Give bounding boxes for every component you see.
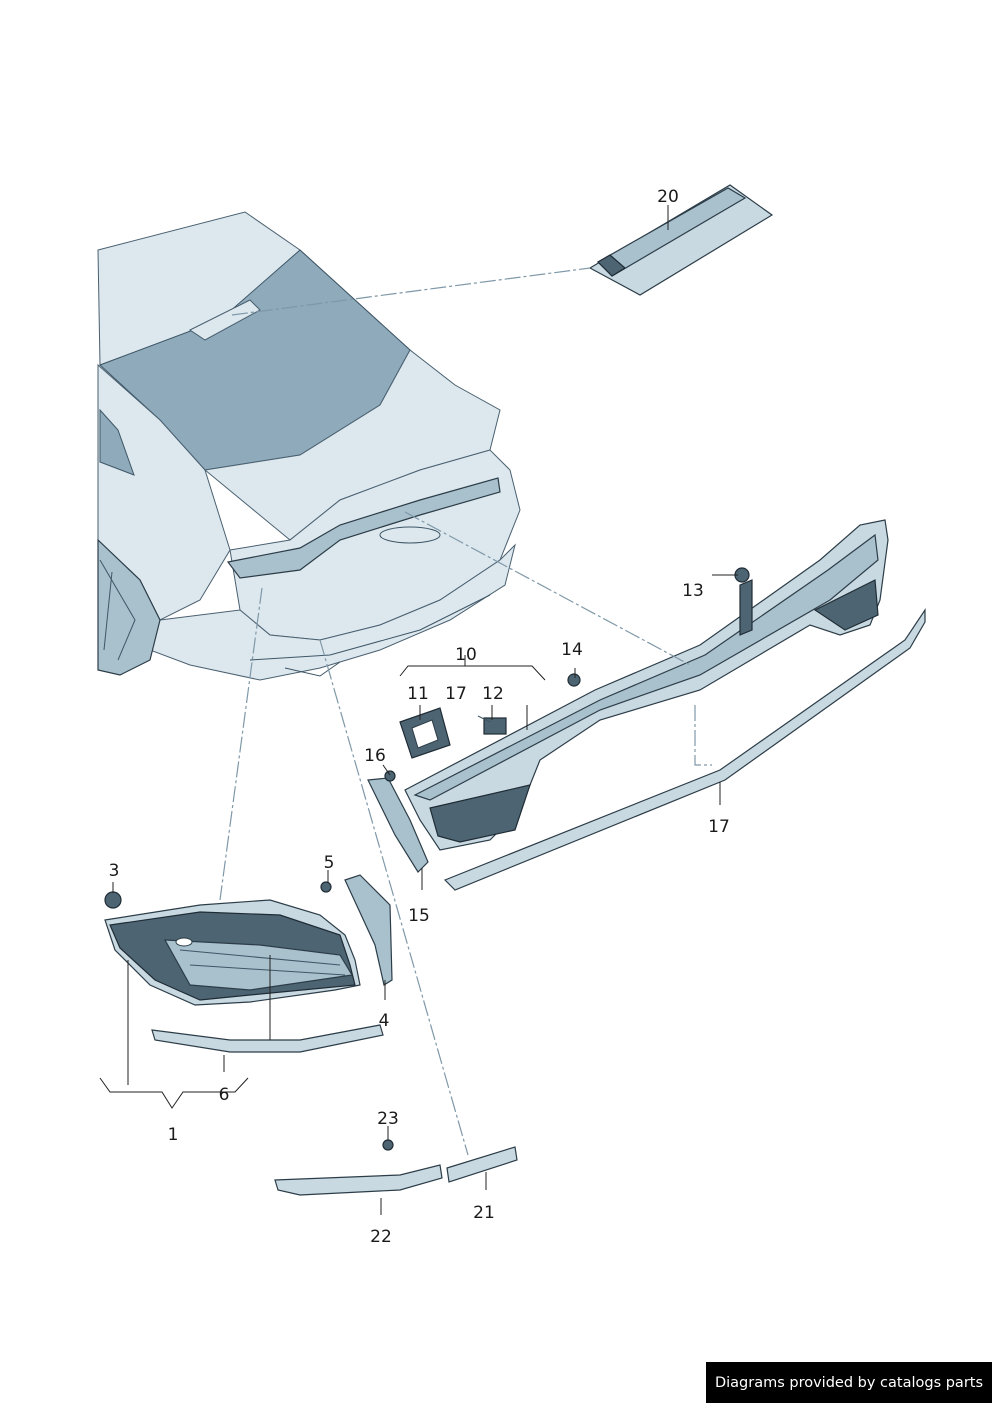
callout-21: 21 — [473, 1203, 495, 1223]
callout-17-lower: 17 — [708, 817, 730, 837]
third-brake-light-on-car — [189, 299, 261, 341]
alignment-lines — [219, 267, 712, 1156]
credit-banner: Diagrams provided by catalogs parts — [706, 1362, 992, 1403]
callout-22: 22 — [370, 1227, 392, 1247]
part-21-reflector — [446, 1146, 518, 1183]
callout-14: 14 — [561, 640, 583, 660]
part-11-gasket — [399, 707, 451, 759]
part-17-seal-strip — [443, 608, 926, 891]
part-4-gasket — [344, 874, 393, 986]
callout-17-upper: 17 — [445, 684, 467, 704]
part-6-trim-strip — [151, 1024, 384, 1053]
part-3-fastener — [104, 891, 122, 909]
part-5-screw — [320, 881, 332, 893]
callout-20: 20 — [657, 187, 679, 207]
callout-23: 23 — [377, 1109, 399, 1129]
callout-11: 11 — [407, 684, 429, 704]
part-14-nut — [567, 673, 581, 687]
callout-16: 16 — [364, 746, 386, 766]
part-12-bulb-holder — [477, 715, 507, 735]
part-22-bumper-reflector-trim — [274, 1164, 443, 1196]
part-16-screw — [384, 770, 396, 782]
callout-13: 13 — [682, 581, 704, 601]
callout-1: 1 — [168, 1125, 179, 1145]
callout-3: 3 — [109, 861, 120, 881]
callout-4: 4 — [379, 1011, 390, 1031]
leader-lines — [99, 205, 738, 1215]
callout-12: 12 — [482, 684, 504, 704]
part-13-bracket — [739, 579, 753, 636]
callout-labels: 20 13 14 10 11 17 12 16 17 15 3 5 4 6 1 … — [109, 187, 730, 1247]
part-10-trunk-lamp-assembly — [404, 519, 889, 851]
credit-text: Diagrams provided by catalogs parts — [714, 1374, 984, 1391]
callout-5: 5 — [324, 853, 335, 873]
callout-15: 15 — [408, 906, 430, 926]
car-body-illustration — [97, 211, 521, 681]
callout-6: 6 — [219, 1085, 230, 1105]
part-1-tail-light — [104, 881, 361, 1006]
part-23-screw — [382, 1139, 394, 1151]
callout-10: 10 — [455, 645, 477, 665]
part-20-high-mount-brake-light — [588, 184, 774, 296]
